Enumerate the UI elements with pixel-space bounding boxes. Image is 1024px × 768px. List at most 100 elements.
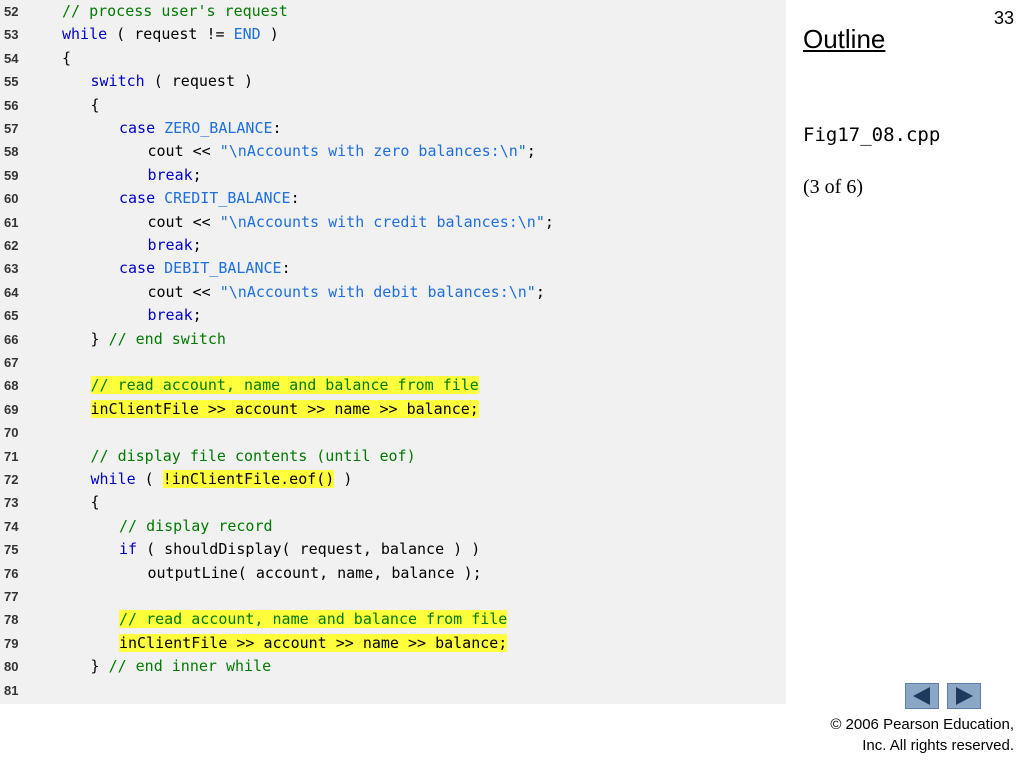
line-number: 53 [4,27,19,43]
line-number: 57 [4,121,19,136]
code-token: ; [192,306,202,325]
code-text: while ( !inClientFile.eof() ) [91,468,352,491]
keyword-token: case [119,119,156,137]
comment-token: // read account, name and balance from f… [119,610,508,629]
code-text: // read account, name and balance from f… [90,374,479,397]
code-token: ( request ) [144,72,254,91]
code-line: 80} // end inner while [0,655,786,678]
line-number: 67 [4,355,19,370]
line-number: 76 [4,565,19,581]
literal-token: "\nAccounts with credit balances:\n" [219,212,545,231]
line-number: 56 [4,97,19,113]
line-number: 54 [4,50,19,66]
line-number: 78 [4,612,19,628]
code-text: { [91,491,100,514]
next-slide-button[interactable] [947,683,981,709]
line-number: 59 [4,167,19,183]
code-token: inClientFile >> account >> name >> balan… [119,633,508,652]
code-line: 76 outputLine( account, name, balance ); [0,562,786,585]
line-number: 63 [4,261,19,277]
copyright-line-2: Inc. All rights reserved. [862,737,1014,754]
comment-token: // display record [119,516,273,535]
code-line: 70 [0,421,786,444]
code-listing: 52 // process user's request 53 while ( req… [0,0,786,704]
line-number: 61 [4,214,19,230]
code-line: 52 // process user's request [0,0,786,23]
code-text: inClientFile >> account >> name >> balan… [90,398,479,421]
line-number: 64 [4,284,19,300]
code-text: while ( request != END ) [62,23,279,46]
code-line: 77 [0,585,786,608]
code-token: : [272,119,282,137]
literal-token: "\nAccounts with debit balances:\n" [219,282,536,301]
triangle-right-icon [956,687,973,705]
code-text: outputLine( account, name, balance ); [148,562,482,585]
keyword-token: case [119,259,156,278]
code-line: 81 [0,679,786,702]
code-token: { [62,48,72,67]
code-text: case ZERO_BALANCE: [119,117,282,140]
literal-token: END [233,25,261,44]
comment-token: // process user's request [62,2,288,20]
code-line: 66} // end switch [0,328,786,351]
line-number: 68 [4,378,19,394]
keyword-token: break [147,165,193,184]
literal-token: "\nAccounts with zero balances:\n" [219,142,527,161]
code-text: switch ( request ) [91,70,254,93]
line-number: 80 [4,659,19,675]
code-token: cout << [147,142,220,161]
code-line: 64 cout << "\nAccounts with debit balance… [0,281,786,304]
code-line: 57 case ZERO_BALANCE: [0,117,786,140]
code-token: { [90,493,100,512]
code-text: break; [148,234,202,257]
code-line: 74// display record [0,515,786,538]
code-line: 78 // read account, name and balance from… [0,608,786,631]
comment-token: // end inner while [108,657,272,676]
comment-token: // read account, name and balance from f… [90,376,479,395]
code-token: ; [526,142,536,161]
code-line: 71// display file contents (until eof) [0,445,786,468]
line-number: 52 [4,4,19,19]
keyword-token: if [119,540,138,559]
code-line: 68 // read account, name and balance from… [0,374,786,397]
line-number: 79 [4,635,19,651]
keyword-token: while [62,25,108,44]
comment-token: // end switch [108,329,226,348]
literal-token: CREDIT_BALANCE [164,189,291,208]
code-line: 73{ [0,491,786,514]
code-text: // read account, name and balance from f… [119,608,508,631]
code-token: ( request != [107,25,234,44]
line-number: 77 [4,589,19,604]
outline-title[interactable]: Outline [803,24,886,54]
code-text: // display file contents (until eof) [91,445,416,468]
line-number: 69 [4,401,19,417]
code-text: { [62,47,71,70]
line-number: 66 [4,331,19,347]
previous-slide-button[interactable] [905,683,939,709]
code-token: ) [260,25,279,44]
code-text: cout << "\nAccounts with debit balances:… [148,281,545,304]
triangle-left-icon [913,687,930,705]
code-text: if ( shouldDisplay( request, balance ) ) [119,538,480,561]
keyword-token: switch [90,72,145,91]
line-number: 60 [4,191,19,207]
code-token: ; [192,236,202,254]
line-number: 65 [4,308,19,324]
copyright-notice: © 2006 Pearson Education, Inc. All right… [784,714,1014,756]
code-token: !inClientFile.eof() [162,470,335,488]
code-token: inClientFile >> account >> name >> balan… [90,399,479,418]
code-text: cout << "\nAccounts with zero balances:\… [148,140,536,163]
code-token: outputLine( account, name, balance ); [147,563,482,582]
code-token: cout << [147,282,220,301]
code-token: : [281,259,291,278]
file-name: Fig17_08.cpp [803,124,941,146]
